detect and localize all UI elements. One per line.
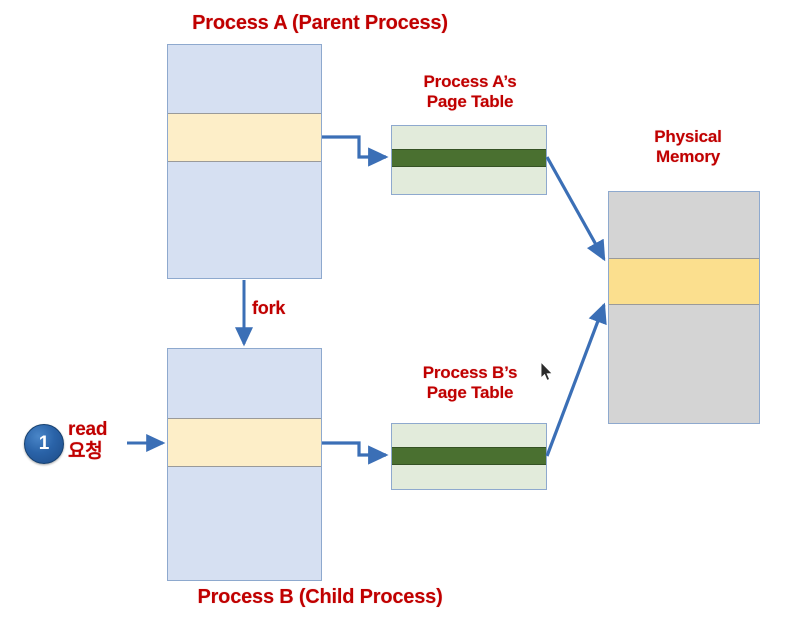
page-table-b-box: [391, 423, 547, 490]
process-b-shared-page: [168, 418, 321, 467]
physical-memory-box: [608, 191, 760, 424]
arrow-page-table-a-to-physical-memory: [545, 156, 606, 262]
page-table-a-title: Process A’s Page Table: [423, 72, 517, 112]
read-request-label: read 요청: [68, 419, 108, 463]
process-b-title: Process B (Child Process): [197, 586, 443, 608]
physical-memory-shared-frame: [609, 258, 759, 305]
page-table-b-title: Process B’s Page Table: [422, 363, 518, 403]
process-a-title: Process A (Parent Process): [192, 12, 448, 34]
page-table-a-entry: [392, 149, 546, 167]
fork-label: fork: [252, 298, 286, 318]
process-a-shared-page: [168, 113, 321, 162]
step-1-badge: 1: [24, 424, 64, 464]
process-a-memory-box: [167, 44, 322, 279]
mouse-cursor-icon: [540, 362, 554, 381]
page-table-b-entry: [392, 447, 546, 465]
page-table-a-box: [391, 125, 547, 195]
physical-memory-title: Physical Memory: [654, 127, 722, 167]
arrow-process-b-to-page-table-b: [322, 441, 389, 465]
arrow-process-a-to-page-table-a: [322, 135, 389, 167]
process-b-memory-box: [167, 348, 322, 581]
